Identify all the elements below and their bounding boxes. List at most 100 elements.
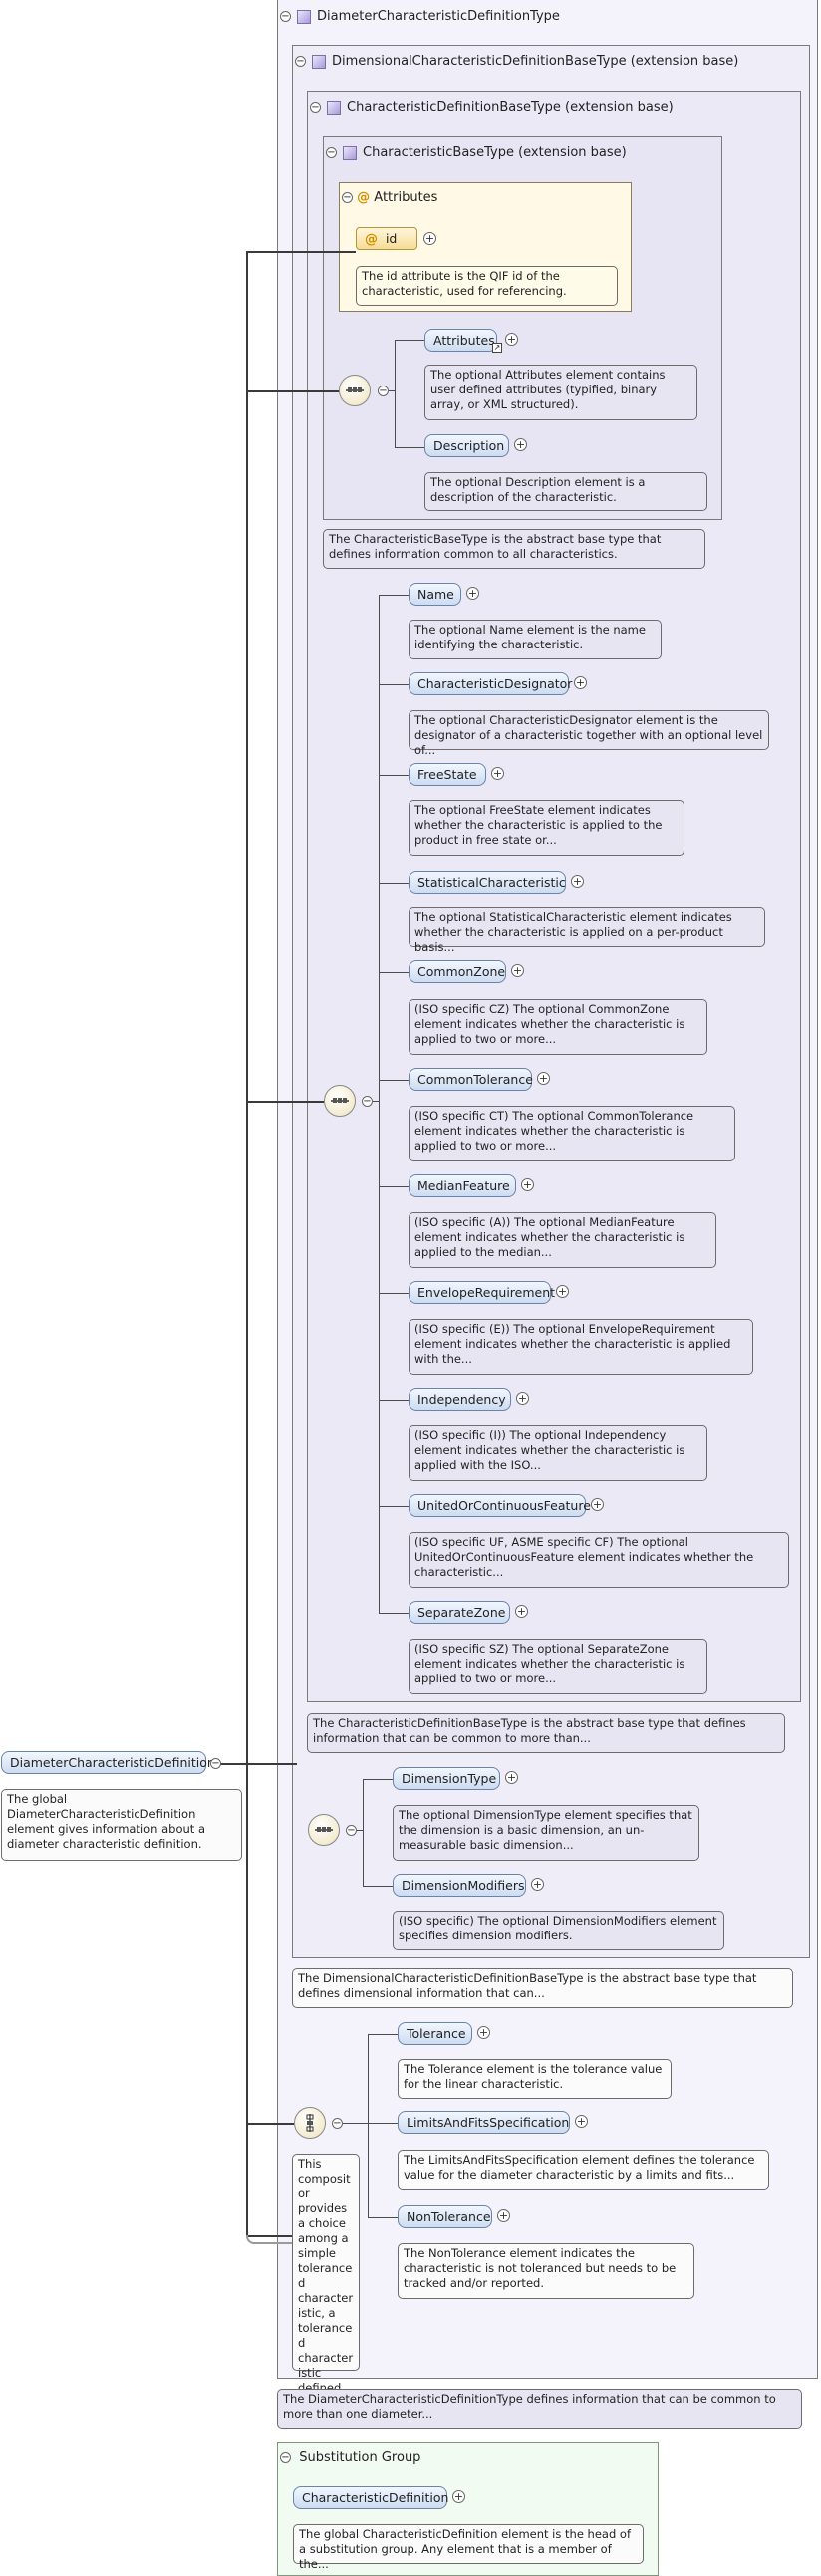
dimensional-type-label: DimensionalCharacteristicDefinitionBaseT…: [332, 54, 739, 69]
connector-line: [363, 1886, 393, 1887]
substitution-group-title: Substitution Group: [299, 2450, 421, 2465]
expand-icon[interactable]: +: [452, 2490, 465, 2503]
root-element[interactable]: DiameterCharacteristicDefinition: [1, 1751, 215, 1774]
sequence-compositor-icon[interactable]: [324, 1085, 356, 1117]
collapse-icon[interactable]: −: [332, 2118, 343, 2129]
connector-line: [395, 340, 424, 341]
expand-icon[interactable]: +: [531, 1878, 544, 1891]
connector-line: [379, 595, 380, 1613]
element-description[interactable]: Description: [424, 434, 509, 457]
expand-icon[interactable]: +: [571, 875, 584, 888]
id-attribute-doc: The id attribute is the QIF id of the ch…: [356, 266, 618, 306]
id-attribute[interactable]: @ id: [356, 227, 417, 250]
connector-line: [368, 2034, 398, 2035]
connector-line: [379, 595, 409, 596]
collapse-icon[interactable]: −: [310, 102, 321, 113]
element-characteristic-designator[interactable]: CharacteristicDesignator: [409, 672, 572, 695]
element-doc: (ISO specific SZ) The optional SeparateZ…: [409, 1639, 707, 1694]
element-envelope-requirement[interactable]: EnvelopeRequirement: [409, 1281, 555, 1304]
collapse-icon[interactable]: −: [280, 11, 291, 22]
complex-type-icon: [297, 9, 311, 24]
collapse-icon[interactable]: −: [280, 2452, 291, 2463]
element-doc: The NonTolerance element indicates the c…: [398, 2243, 694, 2299]
connector-line: [246, 390, 339, 392]
element-common-tolerance[interactable]: CommonTolerance: [409, 1068, 533, 1091]
charbase-type-header[interactable]: − CharacteristicBaseType (extension base): [326, 144, 627, 162]
element-median-feature[interactable]: MedianFeature: [409, 1174, 516, 1197]
expand-icon[interactable]: +: [514, 438, 527, 451]
expand-icon[interactable]: +: [505, 333, 518, 346]
element-common-zone[interactable]: CommonZone: [409, 960, 506, 983]
connector-line: [363, 1779, 393, 1780]
connector-line: [395, 447, 424, 448]
element-doc: The optional CharacteristicDesignator el…: [409, 710, 769, 757]
substitution-group-header[interactable]: − Substitution Group: [280, 2449, 420, 2467]
element-attributes[interactable]: Attributes: [424, 329, 497, 352]
sequence-compositor-icon[interactable]: [308, 1814, 340, 1846]
expand-icon[interactable]: +: [423, 232, 436, 245]
collapse-icon[interactable]: −: [210, 1758, 221, 1769]
charbase-type-label: CharacteristicBaseType (extension base): [363, 145, 627, 160]
expand-icon[interactable]: +: [511, 964, 524, 977]
connector-line: [379, 1506, 409, 1507]
element-limits-and-fits-specification[interactable]: LimitsAndFitsSpecification: [398, 2111, 570, 2134]
expand-icon[interactable]: +: [497, 2209, 510, 2222]
complex-type-icon: [327, 100, 341, 115]
collapse-icon[interactable]: −: [342, 192, 353, 203]
element-free-state[interactable]: FreeState: [409, 763, 486, 786]
expand-icon[interactable]: +: [515, 1605, 528, 1618]
element-doc: (ISO specific (I)) The optional Independ…: [409, 1425, 707, 1481]
element-doc: The optional Name element is the name id…: [409, 620, 662, 659]
expand-icon[interactable]: +: [556, 1285, 569, 1298]
expand-icon[interactable]: +: [491, 767, 504, 780]
diameter-type-header[interactable]: −DiameterCharacteristicDefinitionType: [280, 8, 560, 26]
connector-line: [217, 1763, 297, 1765]
collapse-icon[interactable]: −: [295, 56, 306, 67]
element-doc: (ISO specific) The optional DimensionMod…: [393, 1911, 724, 1950]
connector-line: [223, 1763, 247, 1765]
attributes-header[interactable]: − @ Attributes: [342, 189, 437, 207]
chardef-type-header[interactable]: − CharacteristicDefinitionBaseType (exten…: [310, 99, 674, 117]
connector-line: [246, 2235, 294, 2244]
expand-icon[interactable]: +: [466, 587, 479, 600]
expand-icon[interactable]: +: [516, 1392, 529, 1405]
element-doc: The global CharacteristicDefinition elem…: [293, 2524, 644, 2571]
expand-icon[interactable]: +: [537, 1072, 550, 1085]
connector-line: [379, 1400, 409, 1401]
expand-icon[interactable]: +: [505, 1771, 518, 1784]
choice-compositor-icon[interactable]: [294, 2107, 326, 2139]
element-non-tolerance[interactable]: NonTolerance: [398, 2205, 492, 2228]
element-united-or-continuous-feature[interactable]: UnitedOrContinuousFeature: [409, 1494, 591, 1517]
sequence-compositor-icon[interactable]: [339, 375, 371, 406]
connector-line: [379, 1293, 409, 1294]
connector-line: [379, 1186, 409, 1187]
expand-icon[interactable]: +: [521, 1178, 534, 1191]
expand-icon[interactable]: +: [477, 2026, 490, 2039]
connector-line: [368, 2217, 398, 2218]
element-name[interactable]: Name: [409, 583, 461, 606]
element-separate-zone[interactable]: SeparateZone: [409, 1601, 510, 1624]
dimensional-type-header[interactable]: − DimensionalCharacteristicDefinitionBase…: [295, 53, 738, 71]
collapse-icon[interactable]: −: [362, 1096, 373, 1107]
chardef-type-label: CharacteristicDefinitionBaseType (extens…: [347, 100, 674, 115]
expand-icon[interactable]: +: [574, 676, 587, 689]
element-tolerance[interactable]: Tolerance: [398, 2022, 472, 2045]
element-dimension-type[interactable]: DimensionType: [393, 1767, 500, 1790]
element-dimension-modifiers[interactable]: DimensionModifiers: [393, 1874, 526, 1897]
element-independency[interactable]: Independency: [409, 1388, 511, 1411]
element-doc: The optional Description element is a de…: [424, 472, 707, 511]
element-doc: The optional StatisticalCharacteristic e…: [409, 907, 765, 954]
collapse-icon[interactable]: −: [326, 147, 337, 158]
diameter-type-doc: The DiameterCharacteristicDefinitionType…: [277, 2389, 802, 2429]
element-statistical-characteristic[interactable]: StatisticalCharacteristic: [409, 871, 566, 894]
connector-line: [246, 2123, 294, 2125]
element-characteristic-definition[interactable]: CharacteristicDefinition: [293, 2486, 448, 2509]
expand-icon[interactable]: +: [591, 1498, 604, 1511]
connector-line: [368, 1101, 379, 1102]
connector-line: [246, 2235, 294, 2237]
collapse-icon[interactable]: −: [346, 1825, 357, 1836]
connector-line: [352, 1830, 363, 1831]
root-element-doc: The global DiameterCharacteristicDefinit…: [1, 1789, 242, 1861]
expand-icon[interactable]: +: [575, 2115, 588, 2128]
collapse-icon[interactable]: −: [378, 386, 389, 396]
